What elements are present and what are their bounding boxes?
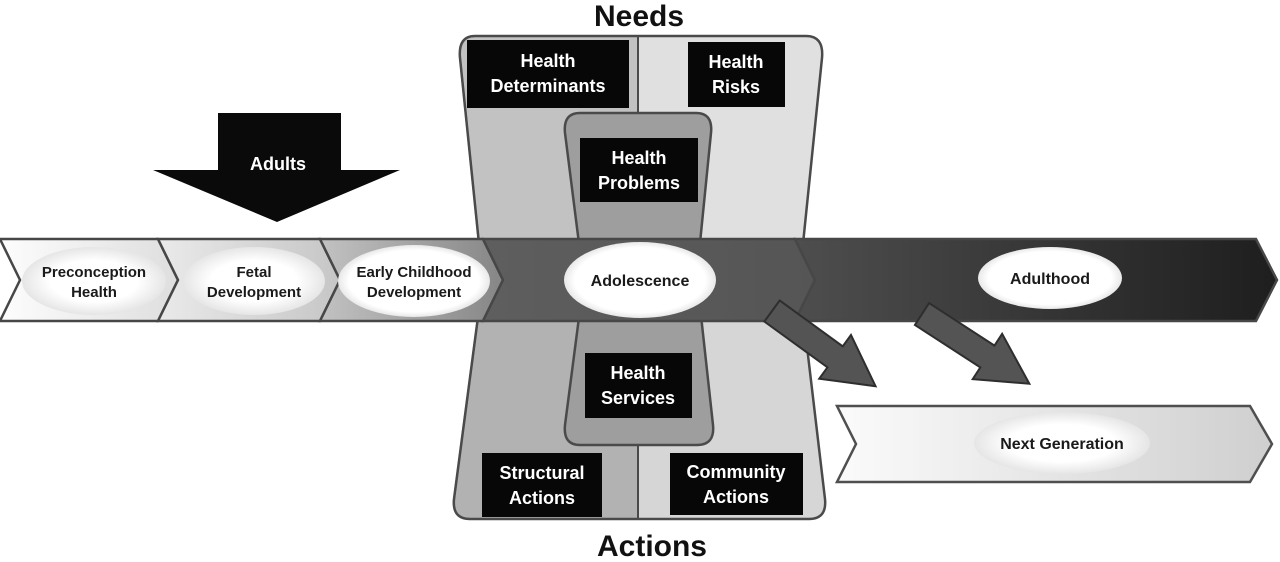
health-risks-line2: Risks [712, 77, 760, 97]
health-risks-box [688, 42, 785, 107]
next-generation-label: Next Generation [1000, 436, 1124, 453]
health-problems-box [580, 138, 698, 202]
branch-arrow-right-shape [913, 301, 1032, 385]
next-generation-ellipse [974, 412, 1150, 474]
fetal-line2: Development [207, 284, 301, 301]
early-childhood-ellipse [338, 245, 490, 317]
preconception-line1: Preconception [42, 264, 146, 281]
stage-labels: Preconception Health Fetal Development E… [22, 242, 1150, 474]
structural-actions-box [482, 453, 602, 517]
actions-title: Actions [597, 530, 707, 562]
actions-funnel-outline [452, 277, 827, 521]
adults-arrow: Adults [153, 113, 400, 222]
community-actions-line1: Community [687, 462, 786, 482]
needs-funnel-outline [458, 34, 824, 285]
health-services-line2: Services [601, 388, 675, 408]
health-risks-line1: Health [708, 52, 763, 72]
structural-actions-line2: Actions [509, 488, 575, 508]
health-determinants-box [467, 40, 629, 108]
preconception-line2: Health [71, 284, 117, 301]
community-actions-line2: Actions [703, 487, 769, 507]
community-actions-box [670, 453, 803, 515]
needs-title: Needs [594, 0, 684, 33]
adolescence-label: Adolescence [591, 273, 690, 290]
health-determinants-line2: Determinants [490, 76, 605, 96]
branch-arrow-right [913, 301, 1032, 385]
health-problems-line1: Health [611, 148, 666, 168]
fetal-ellipse [183, 247, 325, 315]
preconception-ellipse [22, 247, 166, 315]
fetal-line1: Fetal [236, 264, 271, 281]
health-problems-line2: Problems [598, 173, 680, 193]
structural-actions-line1: Structural [499, 463, 584, 483]
adulthood-label: Adulthood [1010, 271, 1090, 288]
health-determinants-line1: Health [520, 51, 575, 71]
actions-label-boxes: Health Services Structural Actions Commu… [482, 353, 803, 517]
adolescence-ellipse [564, 242, 716, 318]
adults-arrow-shape [153, 113, 400, 222]
branch-arrow-left [762, 299, 878, 388]
adults-arrow-label: Adults [250, 154, 306, 174]
health-services-line1: Health [610, 363, 665, 383]
health-services-box [585, 353, 692, 418]
early-childhood-line2: Development [367, 284, 461, 301]
adulthood-ellipse [978, 247, 1122, 309]
needs-label-boxes: Health Determinants Health Risks Health … [467, 40, 785, 202]
branch-arrow-left-shape [762, 299, 878, 388]
early-childhood-line1: Early Childhood [356, 264, 471, 281]
